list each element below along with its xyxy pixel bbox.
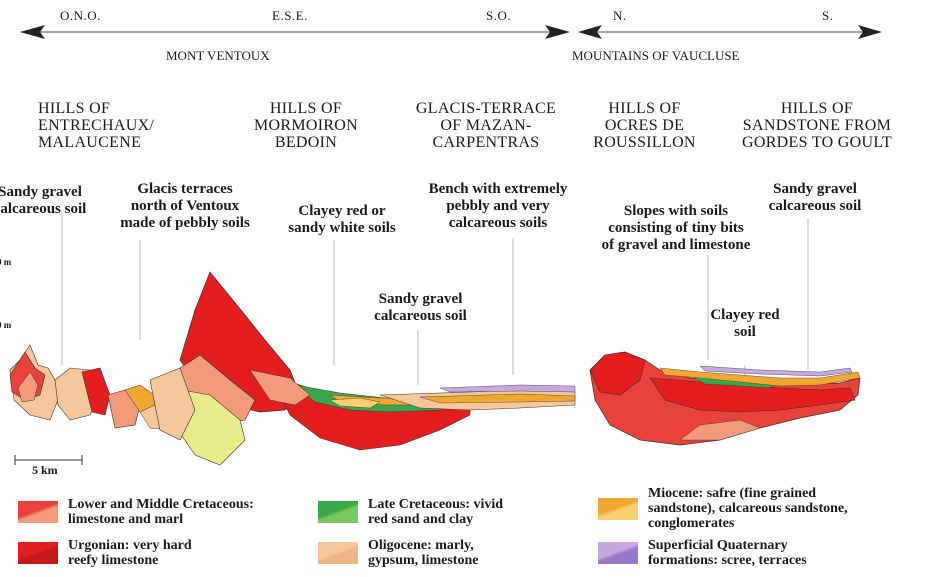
scale-label: 5 km <box>32 463 58 478</box>
legend-swatch <box>598 498 638 520</box>
cross-section-ventoux <box>10 272 575 465</box>
direction-label-so: S.O. <box>486 8 511 24</box>
region-label-mont-ventoux: MONT VENTOUX <box>166 48 270 64</box>
legend-swatch <box>18 501 58 523</box>
cross-section-vaucluse <box>590 352 860 445</box>
legend-swatch <box>318 542 358 564</box>
legend-swatch <box>598 542 638 564</box>
region-label-vaucluse: MOUNTAINS OF VAUCLUSE <box>572 48 740 64</box>
direction-label-ono: O.N.O. <box>60 8 101 24</box>
legend-swatch <box>18 542 58 564</box>
direction-label-ese: E.S.E. <box>272 8 308 24</box>
elevation-label-upper: 0 m <box>0 257 11 267</box>
elevation-label-lower: 0 m <box>0 320 11 330</box>
legend-item-oligocene: Oligocene: marly,gypsum, limestone <box>318 538 478 568</box>
arrow-right-section <box>578 25 882 39</box>
direction-label-s: S. <box>822 8 833 24</box>
legend-item-lower-middle-cretaceous: Lower and Middle Cretaceous:limestone an… <box>18 497 254 527</box>
legend-swatch <box>318 501 358 523</box>
direction-label-n: N. <box>613 8 627 24</box>
arrow-left-section <box>20 25 570 39</box>
